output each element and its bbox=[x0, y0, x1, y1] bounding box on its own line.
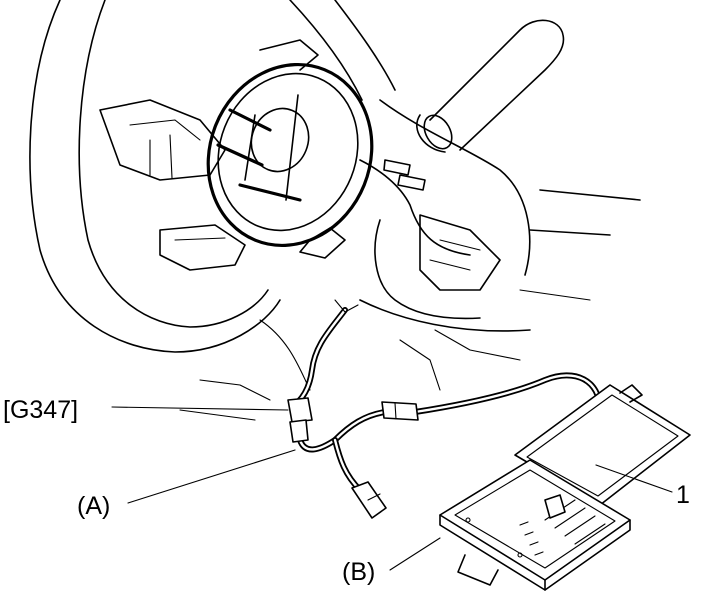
callout-b: (B) bbox=[342, 558, 375, 586]
connector-g347 bbox=[287, 397, 313, 443]
leader-lines bbox=[111, 406, 673, 571]
callout-1: 1 bbox=[676, 481, 690, 509]
harness-end-plug bbox=[351, 481, 387, 519]
callout-a: (A) bbox=[77, 492, 110, 520]
combination-switch-lever bbox=[416, 19, 565, 153]
steering-hub bbox=[206, 62, 374, 259]
steering-wheel-rim bbox=[29, 0, 396, 353]
callout-g347: [G347] bbox=[3, 396, 78, 424]
steering-column bbox=[179, 99, 641, 421]
harness-mid-connector bbox=[381, 401, 419, 421]
tool-box bbox=[439, 384, 691, 591]
